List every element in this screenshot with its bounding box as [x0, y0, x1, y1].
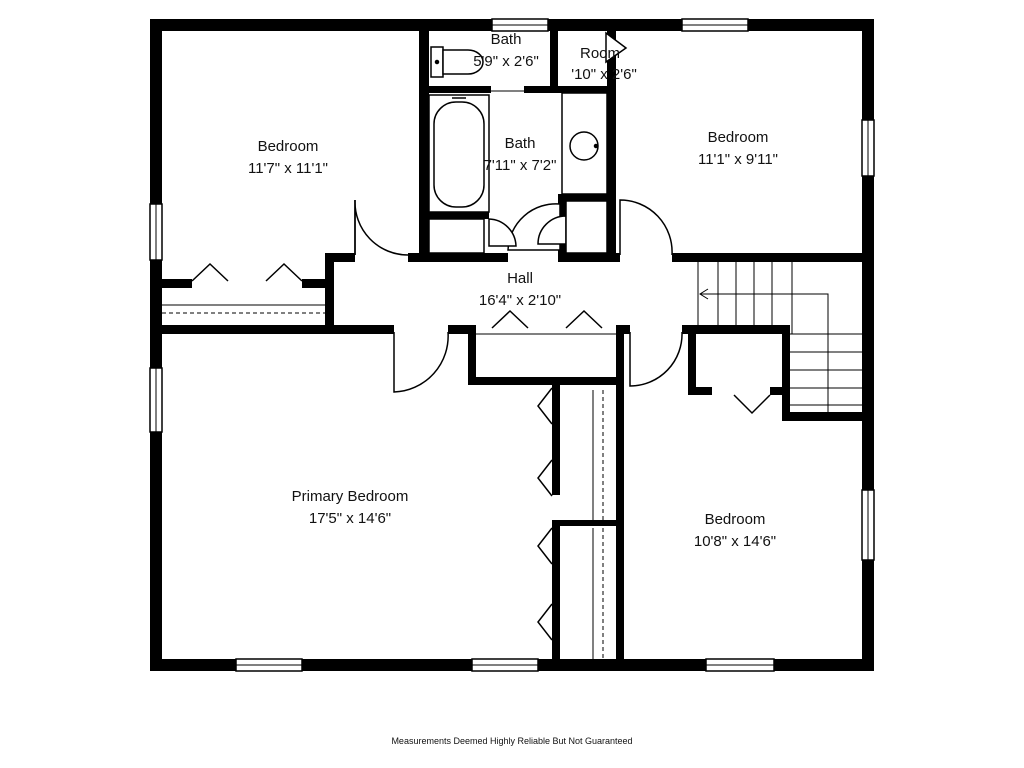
stairs — [697, 262, 862, 412]
bath-shelf — [428, 218, 485, 254]
room-dims-bath-main: 7'11" x 7'2" — [484, 157, 557, 174]
room-dims-bath-small: 5'9" x 2'6" — [473, 53, 539, 70]
outer-walls — [150, 19, 874, 671]
window-left-bedroom-nw — [149, 203, 163, 261]
room-name-bath-small: Bath — [491, 31, 522, 48]
room-name-bedroom-se: Bedroom — [705, 511, 766, 528]
window-top-bath — [491, 18, 549, 32]
room-labels: Bedroom 11'7" x 11'1" Bath 5'9" x 2'6" R… — [248, 31, 778, 550]
room-name-bedroom-ne: Bedroom — [708, 129, 769, 146]
disclaimer-text: Measurements Deemed Highly Reliable But … — [391, 736, 633, 746]
room-name-primary-bedroom: Primary Bedroom — [292, 488, 409, 505]
window-right-bedroom-se — [861, 489, 875, 561]
swing-doors — [354, 31, 683, 393]
room-dims-bedroom-ne: 11'1" x 9'11" — [698, 151, 778, 168]
window-bottom-primary-2 — [471, 658, 539, 672]
closet-shelves — [162, 304, 616, 659]
toilet — [430, 46, 484, 78]
room-dims-room-small: '10" x 2'6" — [571, 66, 637, 83]
room-name-hall: Hall — [507, 270, 533, 287]
sink-vanity — [561, 92, 608, 195]
window-right-bedroom-ne — [861, 119, 875, 177]
linen-shelf — [565, 200, 608, 254]
bath-fixtures — [428, 46, 608, 254]
bifold-doors — [191, 262, 771, 641]
room-name-bath-main: Bath — [505, 135, 536, 152]
windows — [149, 18, 875, 672]
room-dims-hall: 16'4" x 2'10" — [479, 292, 561, 309]
room-name-bedroom-nw: Bedroom — [258, 138, 319, 155]
window-bottom-primary-1 — [235, 658, 303, 672]
room-dims-bedroom-se: 10'8" x 14'6" — [694, 533, 776, 550]
bathtub — [428, 94, 490, 213]
window-bottom-bedroom-se — [705, 658, 775, 672]
room-dims-bedroom-nw: 11'7" x 11'1" — [248, 160, 328, 177]
interior-walls — [162, 31, 862, 663]
room-dims-primary-bedroom: 17'5" x 14'6" — [309, 510, 391, 527]
window-top-bedroom-ne — [681, 18, 749, 32]
window-left-primary — [149, 367, 163, 433]
room-name-room-small: Room — [580, 45, 620, 62]
